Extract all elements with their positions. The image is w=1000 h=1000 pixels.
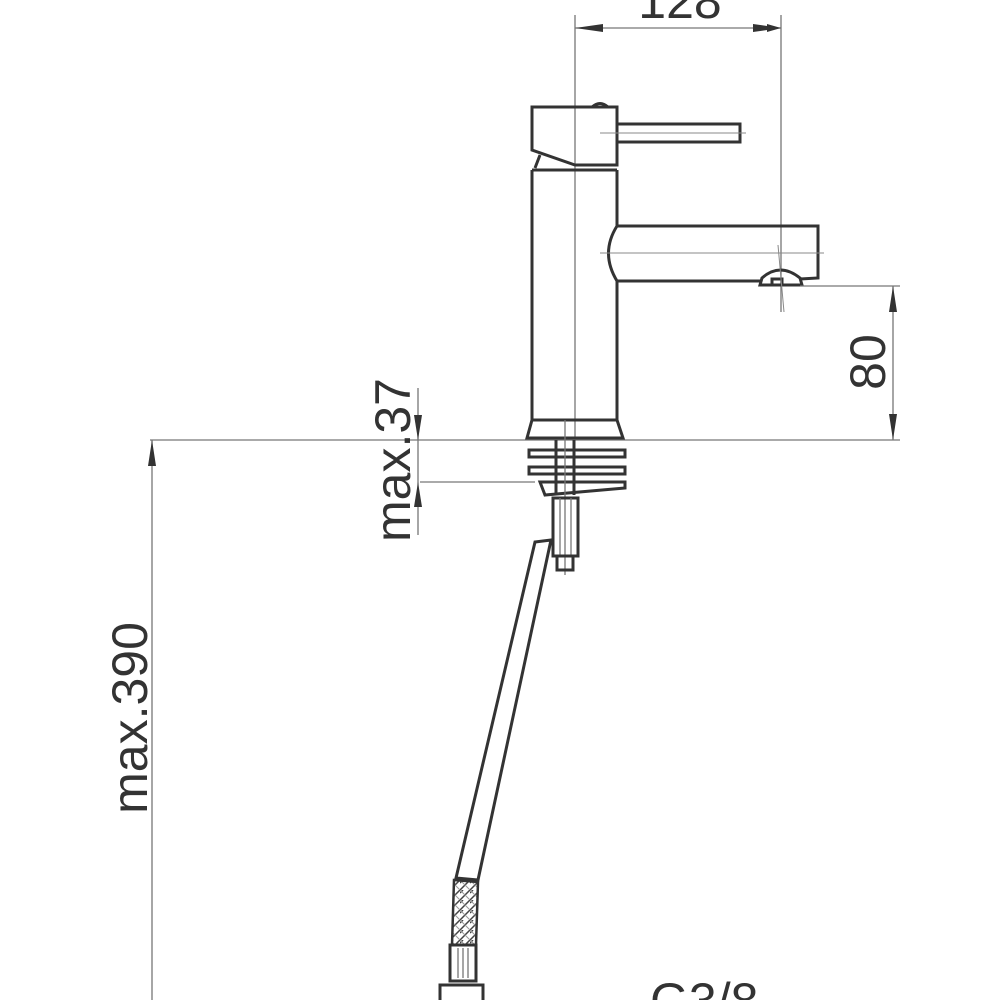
dimension-width: 128 [574,0,782,440]
faucet-body [530,168,824,420]
supply-hose [438,538,553,1000]
faucet-handle [530,102,746,169]
dimension-hose-length: max.390 [102,440,158,1000]
dimension-mount-thickness: max.37 [365,378,535,542]
dimension-hose-length-label: max.390 [102,622,158,814]
dimension-spout-height: 80 [800,285,900,440]
mounting-assembly [525,418,627,575]
dimension-spout-height-label: 80 [840,334,896,390]
dimension-width-label: 128 [638,0,721,29]
dimension-mount-thickness-label: max.37 [365,378,421,542]
thread-size-label: G3/8 [650,973,758,1000]
